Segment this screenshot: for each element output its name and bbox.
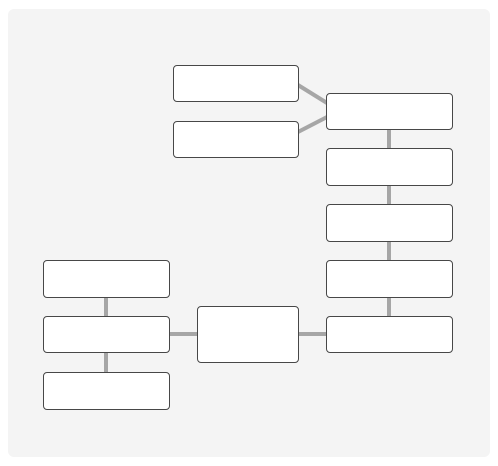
edge-n2-n3 xyxy=(297,115,328,134)
flow-node-6[interactable] xyxy=(326,260,453,298)
flow-node-4[interactable] xyxy=(326,148,453,186)
flow-node-5[interactable] xyxy=(326,204,453,242)
flow-node-9[interactable] xyxy=(43,260,170,298)
flow-node-2[interactable] xyxy=(173,121,299,158)
flow-node-8[interactable] xyxy=(197,306,299,363)
flow-node-3[interactable] xyxy=(326,93,453,130)
edge-n1-n3 xyxy=(296,83,329,105)
flow-node-7[interactable] xyxy=(326,316,453,353)
flow-node-11[interactable] xyxy=(43,372,170,410)
flow-node-10[interactable] xyxy=(43,316,170,353)
flow-node-1[interactable] xyxy=(173,65,299,102)
